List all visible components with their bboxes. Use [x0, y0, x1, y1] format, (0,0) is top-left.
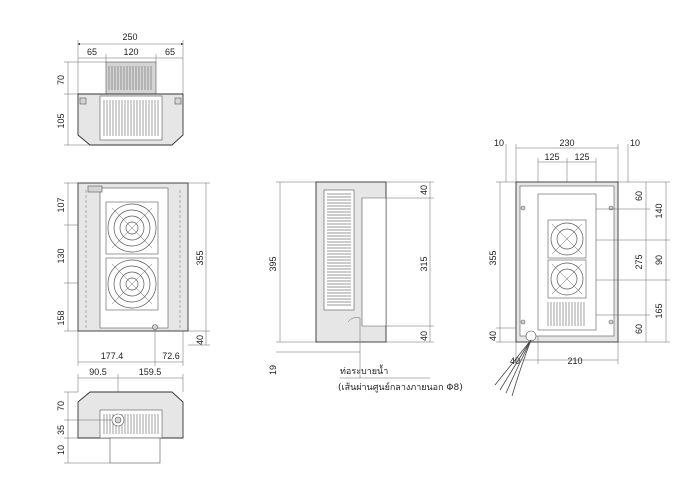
- dim-rear-base: 40: [488, 331, 498, 341]
- dim-rear-r-b: 275: [634, 254, 644, 269]
- front-fan-top: [105, 201, 159, 255]
- dim-rear-total-height: 355: [488, 250, 498, 265]
- side-drain-tube: [347, 317, 361, 330]
- dim-bottom-h-low: 10: [56, 445, 66, 455]
- rear-fan-bottom: [547, 259, 587, 299]
- dim-rear-r-d: 165: [654, 303, 664, 318]
- dim-bottom-w-left: 90.5: [89, 367, 107, 377]
- dim-front-mid: 130: [56, 248, 66, 263]
- rear-view: 10 230 10 125 125: [488, 138, 670, 397]
- dim-rear-half-right: 125: [574, 152, 589, 162]
- rear-fan-top: [547, 219, 587, 259]
- dim-rear-r-c: 90: [654, 255, 664, 265]
- dim-rear-total-width: 230: [559, 138, 574, 148]
- dim-front-base: 40: [195, 335, 205, 345]
- front-label-plate: [87, 185, 103, 193]
- drain-note-detail: (เส้นผ่านศูนย์กลางภายนอก Φ8): [338, 381, 463, 393]
- dim-side-mid: 315: [419, 256, 429, 271]
- rear-bolt: [520, 205, 526, 211]
- dim-front-w-left: 177.4: [101, 351, 124, 361]
- dim-top-left: 65: [87, 47, 97, 57]
- front-fan-bottom: [105, 257, 159, 311]
- cable: [494, 339, 532, 386]
- dim-front-w-right: 72.6: [162, 351, 180, 361]
- top-view: 250 65 120 65 70 105: [56, 32, 184, 146]
- dim-front-bottom: 158: [56, 310, 66, 325]
- front-view: 107 130 158 355 40 177.4 72.6: [56, 182, 210, 366]
- rear-bolt: [608, 205, 614, 211]
- dim-rear-half-left: 125: [544, 152, 559, 162]
- side-view: 40 315 40 395 19 ท่อระบายน้ำ (เส้นผ่านศู…: [268, 181, 463, 393]
- dim-rear-bottom-center: 210: [567, 356, 582, 366]
- dim-top-right: 65: [165, 47, 175, 57]
- dim-rear-bottom-left: 40: [510, 356, 520, 366]
- bottom-view: 90.5 159.5 70 35 10: [56, 367, 184, 464]
- dim-top-height: 70: [56, 75, 66, 85]
- dim-rear-r-a: 140: [654, 203, 664, 218]
- dim-front-top: 107: [56, 197, 66, 212]
- dim-side-top: 40: [419, 185, 429, 195]
- side-cover: [361, 197, 387, 327]
- top-fin-block: [105, 61, 157, 95]
- dim-bottom-h-top: 70: [56, 401, 66, 411]
- bottom-foot-block: [109, 437, 161, 464]
- dim-side-bottom: 40: [419, 331, 429, 341]
- side-fin-block: [323, 189, 355, 311]
- top-bolt-right: [174, 97, 182, 105]
- bottom-drain-inner: [114, 416, 122, 424]
- dim-top-total-width: 250: [122, 32, 137, 42]
- dim-front-total: 355: [195, 250, 205, 265]
- dim-top-center: 120: [123, 47, 138, 57]
- dim-rear-r-bottom: 60: [634, 324, 644, 334]
- dim-rear-r-top: 60: [634, 191, 644, 201]
- top-bolt-left: [79, 97, 87, 105]
- cable: [505, 339, 532, 394]
- dim-bottom-w-right: 159.5: [139, 367, 162, 377]
- dim-side-foot: 19: [268, 365, 278, 375]
- cable: [511, 339, 532, 397]
- dim-bottom-h-mid: 35: [56, 425, 66, 435]
- rear-cable-gland: [525, 330, 537, 342]
- dim-side-total: 395: [268, 256, 278, 271]
- rear-bolt: [520, 319, 526, 325]
- dim-bottom-height: 105: [56, 113, 66, 128]
- drain-note-title: ท่อระบายน้ำ: [340, 364, 388, 377]
- rear-bolt: [608, 319, 614, 325]
- dim-rear-margin-right: 10: [630, 138, 640, 148]
- dim-rear-margin-left: 10: [494, 138, 504, 148]
- front-drain-point: [152, 324, 158, 330]
